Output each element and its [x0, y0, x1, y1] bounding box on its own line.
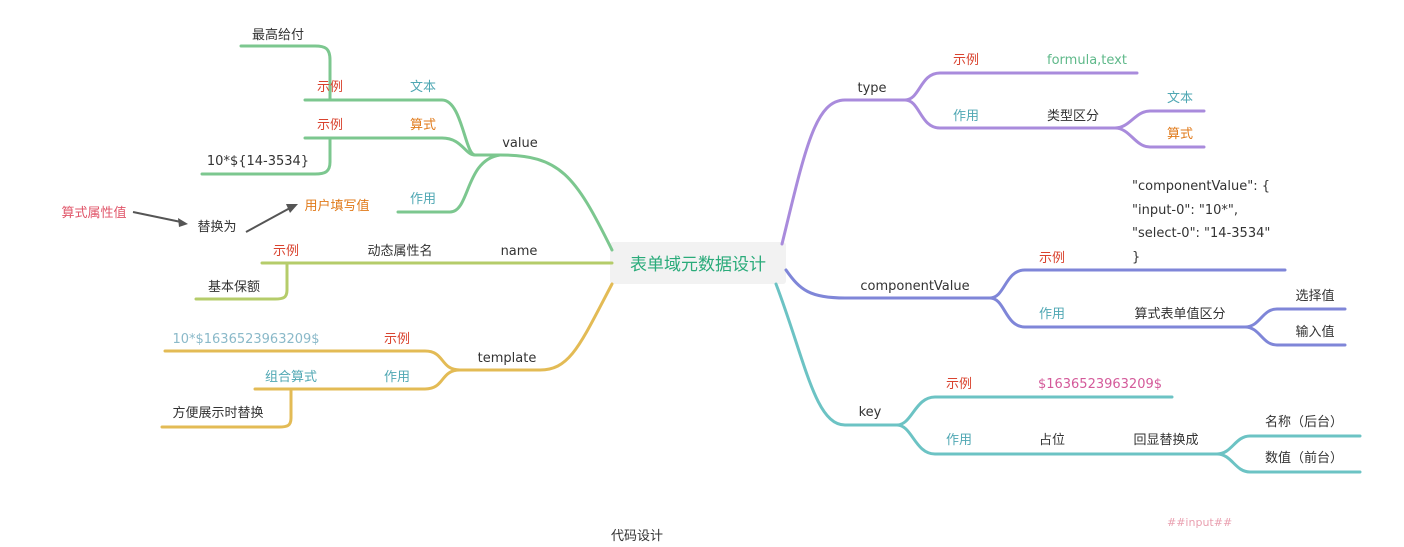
component-branch [784, 268, 1347, 347]
value-example-detail-1[interactable]: 最高给付 [252, 27, 304, 43]
type-option-1[interactable]: 文本 [1167, 91, 1193, 106]
type-usage-text[interactable]: 类型区分 [1047, 109, 1099, 124]
value-example-text-1[interactable]: 文本 [410, 80, 436, 95]
value-example-text-2[interactable]: 算式 [410, 118, 436, 133]
component-usage-tag: 作用 [1039, 307, 1065, 322]
value-usage-text[interactable]: 用户填写值 [304, 198, 369, 214]
component-node[interactable]: componentValue [860, 279, 969, 294]
key-usage-text[interactable]: 占位 [1039, 433, 1065, 448]
value-example-tag-2: 示例 [317, 118, 343, 133]
value-branch [200, 44, 614, 252]
name-node[interactable]: name [501, 244, 538, 259]
root-node[interactable]: 表单域元数据设计 [630, 255, 766, 275]
key-example-text[interactable]: $1636523963209$ [1038, 377, 1162, 392]
annotation-source: 算式属性值 [61, 205, 126, 221]
template-node[interactable]: template [478, 351, 537, 366]
value-node[interactable]: value [502, 136, 538, 151]
key-usage-detail[interactable]: 回显替换成 [1133, 433, 1198, 448]
component-usage-text[interactable]: 算式表单值区分 [1134, 306, 1225, 322]
type-usage-tag: 作用 [953, 109, 979, 124]
code-line[interactable]: "componentValue": { [1132, 179, 1270, 194]
type-branch [780, 71, 1206, 246]
code-line[interactable]: "input-0": "10*", [1132, 203, 1238, 218]
value-usage-tag: 作用 [410, 192, 436, 207]
key-node[interactable]: key [859, 405, 882, 420]
name-example-detail[interactable]: 基本保额 [208, 280, 260, 295]
key-option-2[interactable]: 数值（前台） [1265, 450, 1343, 466]
name-example-tag: 示例 [273, 244, 299, 259]
key-usage-tag: 作用 [946, 433, 972, 448]
component-option-1[interactable]: 选择值 [1295, 288, 1334, 304]
annotation-action: 替换为 [197, 220, 236, 235]
component-option-2[interactable]: 输入值 [1295, 324, 1334, 340]
code-line[interactable]: } [1132, 250, 1140, 265]
template-branch [160, 282, 614, 429]
template-usage-text[interactable]: 组合算式 [265, 370, 317, 385]
component-example-tag: 示例 [1039, 251, 1065, 266]
key-example-tag: 示例 [946, 377, 972, 392]
name-branch [194, 261, 614, 301]
template-usage-detail[interactable]: 方便展示时替换 [172, 405, 263, 421]
component-example-code: "componentValue": { "input-0": "10*", "s… [1132, 179, 1270, 265]
type-example-text[interactable]: formula,text [1047, 53, 1127, 68]
value-example-tag-1: 示例 [317, 80, 343, 95]
key-option-1[interactable]: 名称（后台） [1265, 414, 1343, 430]
template-usage-tag: 作用 [384, 370, 410, 385]
type-option-2[interactable]: 算式 [1167, 127, 1193, 142]
template-example-text[interactable]: 10*$1636523963209$ [172, 332, 319, 347]
faint-text: ##input## [1167, 516, 1232, 529]
key-branch [774, 282, 1362, 474]
annotation-arrow-2 [245, 204, 298, 233]
template-example-tag: 示例 [384, 332, 410, 347]
root-node-box [610, 242, 786, 284]
footer-caption: 代码设计 [611, 529, 663, 544]
type-example-tag: 示例 [953, 53, 979, 68]
type-node[interactable]: type [857, 81, 886, 96]
name-example-text[interactable]: 动态属性名 [367, 243, 432, 259]
code-line[interactable]: "select-0": "14-3534" [1132, 226, 1270, 241]
annotation-arrow-1 [132, 211, 188, 227]
value-example-detail-2[interactable]: 10*${14-3534} [207, 154, 309, 169]
